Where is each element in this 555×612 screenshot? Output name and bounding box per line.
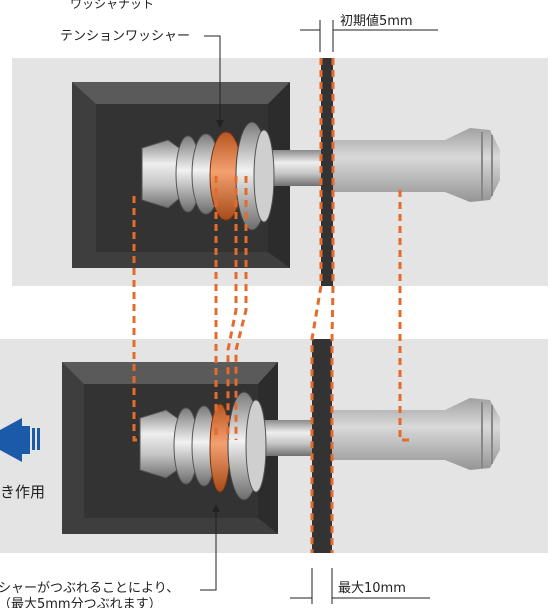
bottom-panel [0,339,548,553]
top-panel [12,58,548,286]
guide-lines [132,58,410,553]
arrow-down-icon [204,35,224,128]
bottom-caption-line1: シャーがつぶれることにより、 [0,581,179,596]
initial-value-label: 初期値5mm [340,13,413,29]
side-action-label: き作用 [0,483,45,501]
top-cut-label: ワッシャナット [70,0,154,11]
bottom-caption-line2: （最大5mm分つぶれます） [0,597,162,608]
max-value-label: 最大10mm [338,581,406,596]
arrow-left-icon [0,418,40,462]
arrow-up-icon [200,504,220,591]
tension-washer-label: テンションワッシャー [60,29,190,44]
